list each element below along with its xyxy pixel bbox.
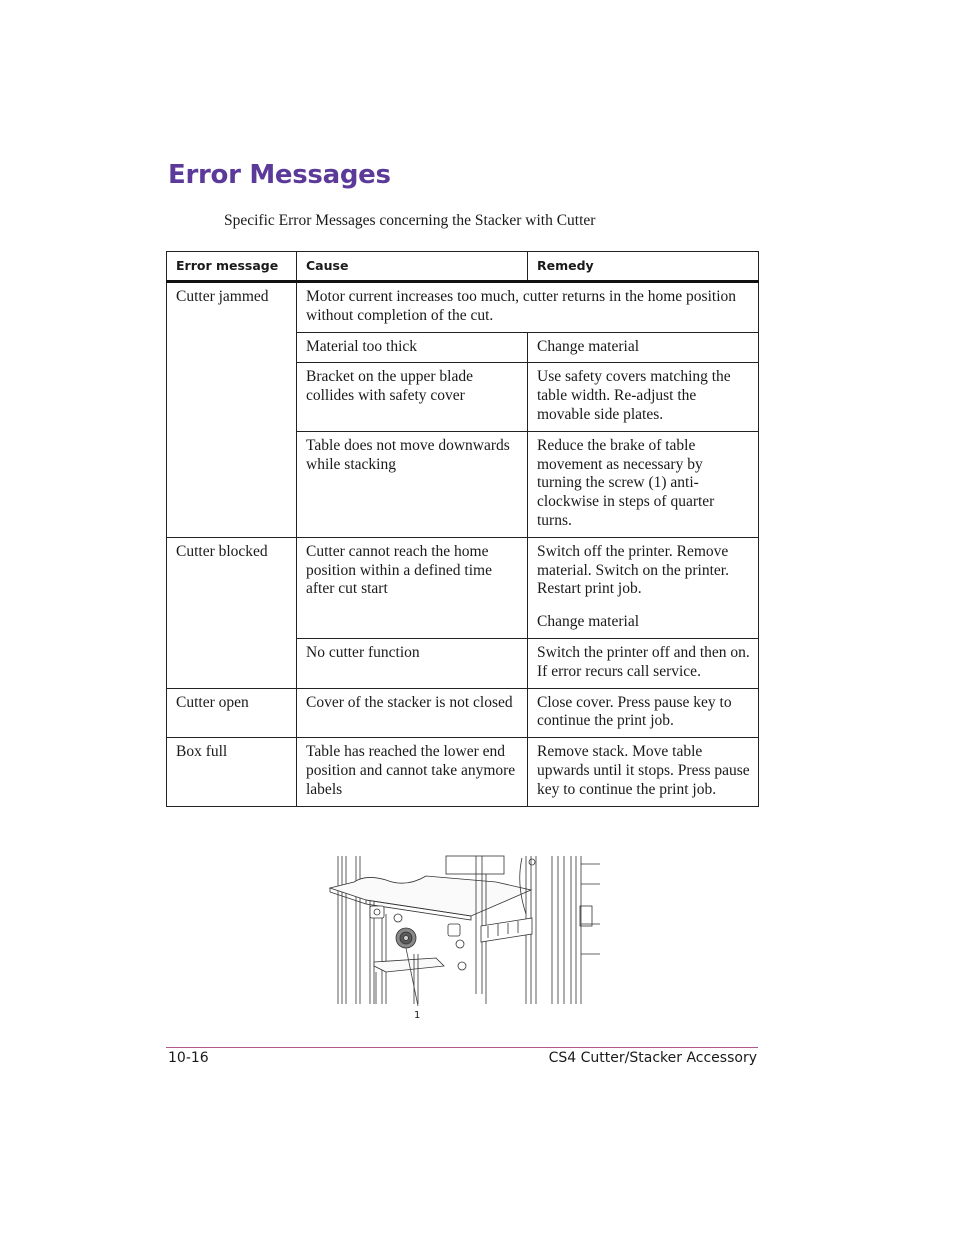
cause-cell: Table does not move downwards while stac…	[296, 430, 528, 538]
footer-divider	[166, 1047, 758, 1048]
remedy-cell: Switch the printer off and then on. If e…	[527, 637, 759, 689]
header-cause: Cause	[296, 251, 528, 283]
remedy-paragraph: Change material	[537, 613, 639, 631]
remedy-paragraph: Switch off the printer. Remove material.…	[537, 542, 729, 598]
table-row: Cutter blocked Cutter cannot reach the h…	[166, 536, 759, 689]
error-cell: Cutter open	[166, 687, 297, 739]
error-messages-table: Error message Cause Remedy Cutter jammed…	[166, 251, 759, 807]
table-row: Table does not move downwards while stac…	[167, 430, 759, 538]
cause-cell: No cutter function	[296, 637, 528, 689]
table-row: Box full Table has reached the lower end…	[166, 737, 759, 807]
table-row: Bracket on the upper blade collides with…	[167, 362, 759, 432]
table-row: Cutter jammed Motor current increases to…	[166, 281, 759, 538]
remedy-cell: Remove stack. Move table upwards until i…	[527, 737, 759, 807]
cause-cell: Cutter cannot reach the home position wi…	[296, 536, 528, 639]
figure-callout-label: 1	[414, 1010, 421, 1021]
header-remedy: Remedy	[527, 251, 759, 283]
error-cell: Box full	[166, 737, 297, 807]
page-number: 10-16	[168, 1050, 209, 1066]
cause-cell: Table has reached the lower end position…	[296, 737, 528, 807]
remedy-cell: Change material	[527, 331, 759, 364]
remedy-cell: Use safety covers matching the table wid…	[527, 362, 759, 432]
document-title: CS4 Cutter/Stacker Accessory	[548, 1050, 757, 1066]
table-row: Material too thick Change material	[167, 331, 759, 364]
remedy-cell: Close cover. Press pause key to continue…	[527, 687, 759, 739]
cause-cell: Cover of the stacker is not closed	[296, 687, 528, 739]
page-title: Error Messages	[168, 160, 391, 190]
cause-cell: Bracket on the upper blade collides with…	[296, 362, 528, 432]
header-error-message: Error message	[166, 251, 297, 283]
table-header-row: Error message Cause Remedy	[166, 251, 759, 283]
cause-cell: Material too thick	[296, 331, 528, 364]
table-row: Cutter open Cover of the stacker is not …	[166, 687, 759, 739]
remedy-cell: Switch off the printer. Remove material.…	[527, 536, 759, 639]
error-cell: Cutter jammed	[166, 281, 297, 538]
stacker-brake-illustration	[326, 854, 602, 1026]
error-cell: Cutter blocked	[166, 536, 297, 689]
intro-text: Specific Error Messages concerning the S…	[224, 212, 596, 229]
cause-cell: Motor current increases too much, cutter…	[296, 281, 759, 333]
remedy-cell: Reduce the brake of table movement as ne…	[527, 430, 759, 538]
table-row: No cutter function Switch the printer of…	[167, 637, 759, 689]
